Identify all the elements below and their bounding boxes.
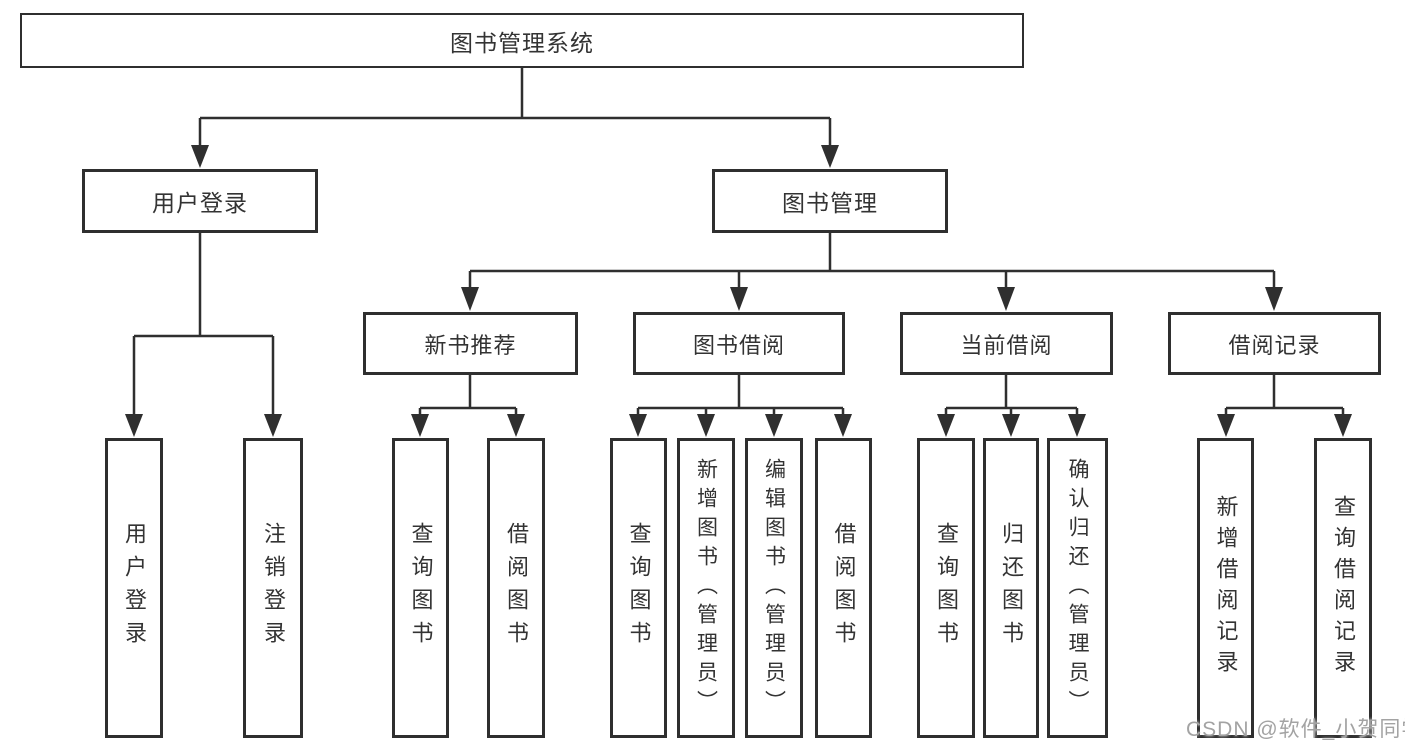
arrowhead (411, 414, 429, 437)
leaf-confirm-return-admin: 确认归还（管理员） (1047, 438, 1108, 738)
leaf-add-borrow-record: 新增借阅记录 (1197, 438, 1254, 738)
arrowhead (697, 414, 715, 437)
leaf-user-login: 用户登录 (105, 438, 163, 738)
node-new-book-recommend-label: 新书推荐 (424, 332, 517, 358)
node-book-management-label: 图书管理 (782, 190, 878, 216)
arrowhead (1217, 414, 1235, 437)
node-book-borrowing-label: 图书借阅 (692, 332, 785, 358)
leaf-query-books-recommend-label: 查询图书 (408, 522, 434, 654)
leaf-add-books-admin: 新增图书（管理员） (677, 438, 735, 738)
node-book-borrowing: 图书借阅 (633, 312, 845, 375)
leaf-edit-books-admin: 编辑图书（管理员） (745, 438, 803, 738)
node-library-system-label: 图书管理系统 (450, 29, 594, 56)
leaf-add-borrow-record-label: 新增借阅记录 (1213, 495, 1239, 681)
watermark-text: CSDN @软件_小贺同学 (1186, 718, 1405, 741)
leaf-query-books-recommend: 查询图书 (392, 438, 449, 738)
arrowhead (191, 145, 209, 168)
node-new-book-recommend: 新书推荐 (363, 312, 578, 375)
arrowhead (1002, 414, 1020, 437)
leaf-query-books-borrowing: 查询图书 (610, 438, 667, 738)
arrowheads (125, 145, 1352, 437)
arrowhead (997, 287, 1015, 311)
arrowhead (765, 414, 783, 437)
arrowhead (937, 414, 955, 437)
leaf-logout: 注销登录 (243, 438, 303, 738)
arrowhead (1068, 414, 1086, 437)
leaf-confirm-return-admin-label: 确认归还（管理员） (1066, 457, 1089, 719)
arrowhead (461, 287, 479, 311)
leaf-borrow-books-recommend: 借阅图书 (487, 438, 545, 738)
node-borrow-records: 借阅记录 (1168, 312, 1381, 375)
node-user-login-label: 用户登录 (152, 190, 248, 216)
arrowhead (507, 414, 525, 437)
leaf-query-books-current: 查询图书 (917, 438, 975, 738)
leaf-borrow-books-borrowing: 借阅图书 (815, 438, 872, 738)
arrowhead (264, 414, 282, 437)
leaf-logout-label: 注销登录 (261, 522, 286, 654)
arrowhead (834, 414, 852, 437)
arrowhead (629, 414, 647, 437)
leaf-return-books-label: 归还图书 (999, 522, 1024, 654)
connector-path (132, 68, 1345, 417)
arrowhead (821, 145, 839, 168)
node-library-system: 图书管理系统 (20, 13, 1024, 68)
node-borrow-records-label: 借阅记录 (1228, 332, 1321, 358)
node-user-login: 用户登录 (82, 169, 318, 233)
leaf-add-books-admin-label: 新增图书（管理员） (694, 457, 718, 719)
leaf-query-borrow-record: 查询借阅记录 (1314, 438, 1372, 738)
leaf-borrow-books-borrowing-label: 借阅图书 (831, 522, 857, 654)
leaf-return-books: 归还图书 (983, 438, 1039, 738)
leaf-edit-books-admin-label: 编辑图书（管理员） (762, 457, 786, 719)
node-book-management: 图书管理 (712, 169, 948, 233)
leaf-query-books-current-label: 查询图书 (934, 522, 959, 654)
node-current-borrowing-label: 当前借阅 (960, 332, 1053, 358)
leaf-query-borrow-record-label: 查询借阅记录 (1331, 495, 1356, 681)
node-current-borrowing: 当前借阅 (900, 312, 1113, 375)
leaf-borrow-books-recommend-label: 借阅图书 (504, 522, 529, 654)
arrowhead (125, 414, 143, 437)
leaf-query-books-borrowing-label: 查询图书 (626, 522, 652, 654)
arrowhead (1265, 287, 1283, 311)
leaf-user-login-label: 用户登录 (122, 522, 147, 654)
arrowhead (730, 287, 748, 311)
arrowhead (1334, 414, 1352, 437)
